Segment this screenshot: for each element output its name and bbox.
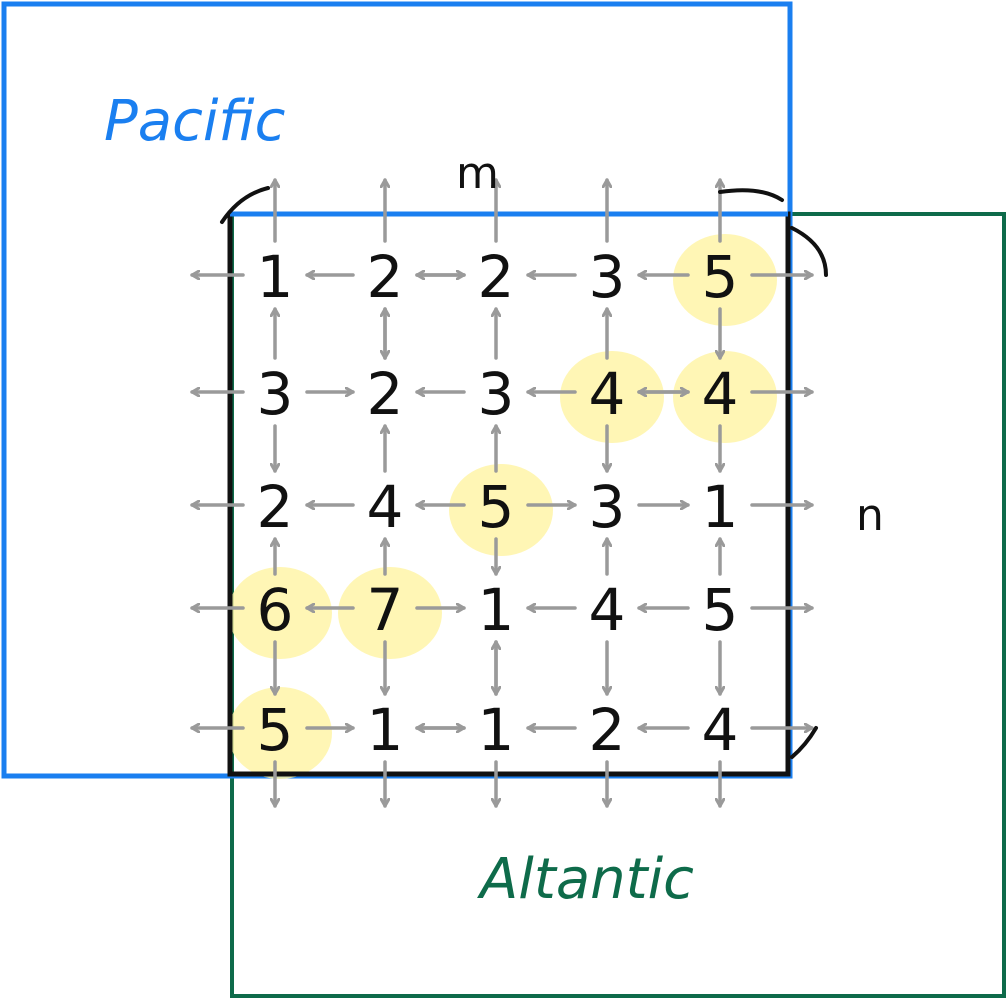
highlight-blob [228,567,332,659]
height-cell: 4 [367,473,404,541]
height-cell: 6 [257,576,294,644]
height-cell: 1 [257,243,294,311]
height-cell: 2 [478,243,515,311]
height-cell: 1 [702,473,739,541]
height-cell: 3 [589,473,626,541]
n-bracket-bottom [790,726,818,759]
m-bracket-right [718,188,784,202]
height-cell: 5 [478,473,515,541]
height-cell: 3 [478,360,515,428]
highlight-blob [228,687,332,779]
highlighted-cells [228,234,777,779]
height-cell: 7 [367,576,404,644]
height-cell: 5 [257,696,294,764]
n-bracket-top [790,226,828,277]
m-label: m [456,148,499,199]
height-cell: 3 [589,243,626,311]
highlight-blob [673,351,777,443]
highlight-blob [338,567,442,659]
height-cell: 1 [478,576,515,644]
height-cell: 5 [702,243,739,311]
height-grid: 1 2 2 3 5 3 2 3 4 4 2 4 5 3 1 6 7 1 4 5 5 1 1 2 4 [257,243,739,764]
highlight-blob [449,464,553,556]
highlight-blob [560,351,664,443]
flow-arrows [190,178,814,808]
height-cell: 3 [257,360,294,428]
height-cell: 1 [367,696,404,764]
height-cell: 4 [702,360,739,428]
height-cell: 4 [589,360,626,428]
atlantic-label: Altantic [477,847,694,912]
height-cell: 2 [367,243,404,311]
n-label: n [856,490,884,541]
height-cell: 2 [589,696,626,764]
height-cell: 5 [702,576,739,644]
highlight-blob [673,234,777,326]
height-cell: 2 [257,473,294,541]
height-cell: 4 [589,576,626,644]
pacific-label: Pacific [104,89,286,154]
height-cell: 1 [478,696,515,764]
m-bracket [220,186,270,224]
height-cell: 2 [367,360,404,428]
height-cell: 4 [702,696,739,764]
